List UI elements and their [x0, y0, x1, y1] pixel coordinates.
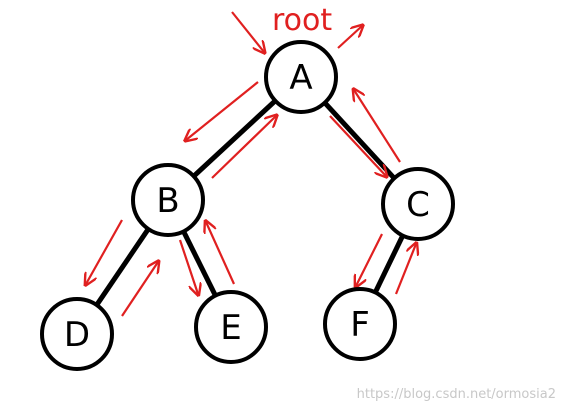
node-label: B: [156, 181, 179, 221]
nodes: A B C D E F: [40, 40, 455, 371]
node-label: D: [64, 315, 90, 355]
arrow-b-to-a: [211, 116, 276, 179]
node-c: C: [381, 167, 455, 241]
arrow-f-to-c: [394, 244, 416, 295]
node-label: C: [406, 185, 430, 225]
node-label: A: [289, 58, 312, 98]
arrow-exit-root: [337, 26, 362, 49]
traversal-arrows: [86, 11, 416, 317]
edge-a-c: [322, 101, 397, 180]
arrow-b-to-e: [178, 239, 198, 294]
node-circle: [264, 40, 338, 114]
edge-b-e: [181, 230, 218, 297]
node-b: B: [131, 163, 205, 237]
node-a: A: [264, 40, 338, 114]
node-label: F: [350, 305, 370, 345]
root-label: root: [272, 3, 332, 38]
node-circle: [194, 290, 268, 364]
edge-c-f: [372, 234, 406, 294]
edge-a-b: [191, 98, 278, 179]
node-circle: [381, 167, 455, 241]
node-label: E: [220, 308, 241, 348]
arrow-a-to-b: [186, 81, 259, 140]
watermark: https://blog.csdn.net/ormosia2: [357, 387, 556, 402]
arrow-b-to-d: [86, 219, 123, 284]
arrow-e-to-b: [206, 222, 236, 285]
node-f: F: [323, 287, 397, 361]
node-circle: [40, 297, 114, 371]
node-circle: [131, 163, 205, 237]
edge-b-d: [94, 227, 151, 307]
node-d: D: [40, 297, 114, 371]
arrow-c-to-a: [354, 90, 401, 163]
arrow-entry-root: [231, 11, 264, 52]
arrow-d-to-b: [121, 262, 158, 317]
arrow-a-to-c: [329, 115, 386, 176]
arrow-c-to-f: [356, 233, 383, 286]
node-e: E: [194, 290, 268, 364]
node-circle: [323, 287, 397, 361]
